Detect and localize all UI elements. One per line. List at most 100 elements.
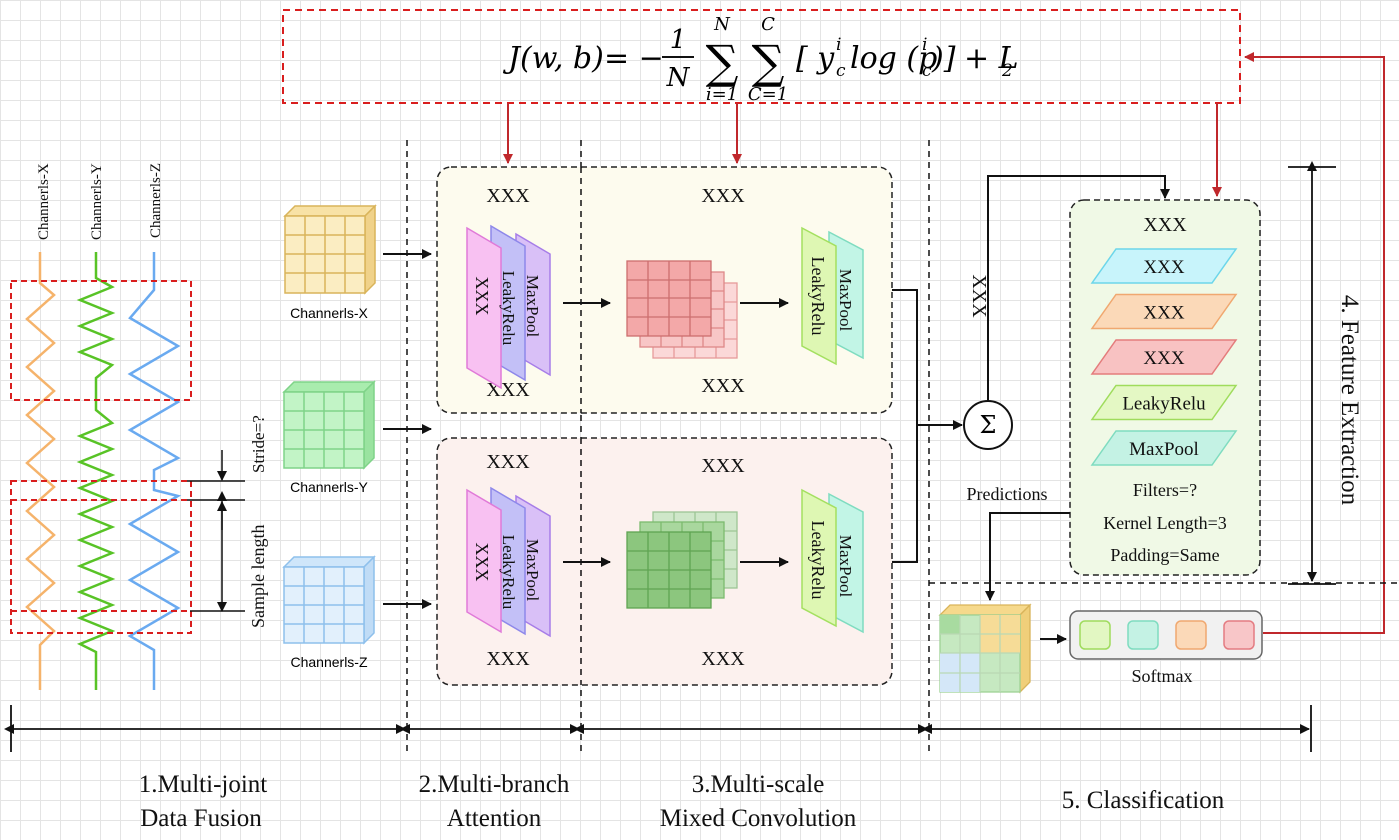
window-frame-2 <box>10 480 192 634</box>
merge-bracket <box>892 289 918 563</box>
attention-bottom-title: XXX <box>486 451 530 473</box>
formula-sum1-top: N <box>713 14 731 35</box>
cube-label-y: Channerls-Y <box>290 479 368 495</box>
channel-cube-y: Channerls-Y <box>282 380 376 495</box>
softmax-slot-orange <box>1175 620 1207 650</box>
attention-stack-bottom: XXX LeakyRelu MaxPool <box>466 486 551 638</box>
channel-cube-x: Channerls-X <box>283 204 377 321</box>
attention-bottom-bottom: XXX <box>486 648 530 670</box>
feature-grid-top <box>626 260 738 359</box>
softmax-bar <box>1069 610 1263 660</box>
conv-bottom-maxpool: MaxPool <box>836 535 855 598</box>
feature-layer-leakyrelu: LeakyRelu <box>1122 394 1206 415</box>
formula-y-sub: c <box>836 61 846 81</box>
signal-wave-y <box>76 252 116 690</box>
formula-sum1-sigma: ∑ <box>706 35 739 89</box>
feature-padding: Padding=Same <box>1110 545 1219 565</box>
cube-label-x: Channerls-X <box>290 305 368 321</box>
attention-bottom-layer-leaky: LeakyRelu <box>499 535 518 610</box>
section-2-line2: Attention <box>447 805 542 832</box>
attention-bottom-layer-maxpool: MaxPool <box>523 539 542 602</box>
conv-stack-bottom: LeakyRelu MaxPool <box>801 488 864 634</box>
formula-feedback-arrows <box>503 52 1385 634</box>
softmax-slot-mint <box>1127 620 1159 650</box>
prediction-cube <box>938 603 1032 694</box>
softmax-slot-red <box>1223 620 1255 650</box>
section-5-label: 5. Classification <box>1062 787 1225 814</box>
formula-sum1-bottom: i=1 <box>706 84 738 105</box>
sample-length-label: Sample length <box>248 525 268 628</box>
signal-label-z: Channerls-Z <box>148 163 164 238</box>
feature-layer-xxx-2-shape <box>1090 293 1238 330</box>
formula-sum2-top: C <box>761 14 775 35</box>
attention-top-layer-xxx: XXX <box>472 277 492 316</box>
conv-top-leaky: LeakyRelu <box>808 257 828 336</box>
mixed-top-title: XXX <box>701 185 745 207</box>
attention-top-layer-maxpool: MaxPool <box>523 275 542 338</box>
signal-label-y: Channerls-Y <box>89 163 105 240</box>
attention-top-title: XXX <box>486 185 530 207</box>
attention-bottom-layer-xxx: XXX <box>472 543 492 582</box>
section-1-line2: Data Fusion <box>140 805 262 832</box>
formula-tail-sub: 2 <box>1001 61 1013 81</box>
cube-label-z: Channerls-Z <box>290 654 367 670</box>
stride-label: Stride=? <box>249 415 268 473</box>
softmax-feedback-arrow <box>1244 52 1385 634</box>
softmax-slot-green <box>1079 620 1111 650</box>
window-frame-1 <box>10 280 192 401</box>
formula-dashed-border <box>282 9 1241 104</box>
formula-tail: + L <box>964 41 1019 76</box>
formula-p-sub: c <box>922 61 932 81</box>
formula-frac-den: N <box>666 63 691 93</box>
feature-layer-maxpool: MaxPool <box>1129 439 1199 460</box>
feature-layer-xxx-2: XXX <box>1143 303 1184 324</box>
mixed-bottom-bottom: XXX <box>701 648 745 670</box>
mixed-top-bottom: XXX <box>701 375 745 397</box>
formula-sum2-bottom: C=1 <box>748 84 788 105</box>
section-3-line2: Mixed Convolution <box>660 805 857 832</box>
conv-bottom-leaky: LeakyRelu <box>808 521 828 600</box>
attention-top-layer-leaky: LeakyRelu <box>499 271 518 346</box>
sum-symbol: Σ <box>980 411 997 439</box>
predictions-label: Predictions <box>967 484 1048 504</box>
loss-formula-box: J(w, b) = − 1 N N ∑ i=1 C ∑ C=1 [ y c i … <box>282 9 1241 105</box>
conv-top-maxpool: MaxPool <box>836 269 855 332</box>
feature-layer-leakyrelu-shape <box>1090 384 1238 421</box>
section-1-line1: 1.Multi-joint <box>139 771 268 798</box>
signal-wave-z <box>127 252 182 690</box>
formula-lhs: J(w, b) <box>502 41 604 76</box>
formula-p-sup: i <box>922 35 927 55</box>
sum-side-label: XXX <box>968 274 990 318</box>
conv-stack-top: LeakyRelu MaxPool <box>801 226 864 366</box>
softmax-label: Softmax <box>1132 666 1193 686</box>
feature-layer-xxx-1-shape <box>1090 248 1238 284</box>
feature-layer-xxx-1: XXX <box>1143 257 1184 278</box>
feature-title: XXX <box>1143 214 1187 236</box>
section-2-line1: 2.Multi-branch <box>419 771 570 798</box>
signal-section: Channerls-X Channerls-Y Channerls-Z Stri… <box>10 163 268 690</box>
feature-grid-bottom <box>626 511 738 609</box>
section-3-line1: 3.Multi-scale <box>692 771 825 798</box>
feature-layer-xxx-3-shape <box>1090 339 1238 375</box>
arrow-sum-to-feature <box>987 175 1170 401</box>
arrow-predictions <box>985 512 1070 601</box>
feature-layer-xxx-3: XXX <box>1143 348 1184 369</box>
feature-vertical-label: 4. Feature Extraction <box>1336 295 1363 506</box>
formula-close: )] <box>931 41 956 76</box>
feature-layer-maxpool-shape <box>1090 430 1238 466</box>
mixed-bottom-title: XXX <box>701 455 745 477</box>
signal-label-x: Channerls-X <box>36 163 52 240</box>
formula-body: [ y <box>796 41 835 76</box>
feature-filters: Filters=? <box>1133 480 1197 500</box>
formula-frac-num: 1 <box>670 25 687 55</box>
signal-wave-x <box>25 252 56 690</box>
attention-stack-top: XXX LeakyRelu MaxPool <box>466 224 551 390</box>
formula-y-sup: i <box>836 35 841 55</box>
formula-sum2-sigma: ∑ <box>752 35 785 89</box>
formula-log: log (p <box>850 41 937 76</box>
section-rulers <box>4 705 1312 752</box>
channel-cube-z: Channerls-Z <box>282 555 376 670</box>
feature-kernel: Kernel Length=3 <box>1103 513 1227 533</box>
